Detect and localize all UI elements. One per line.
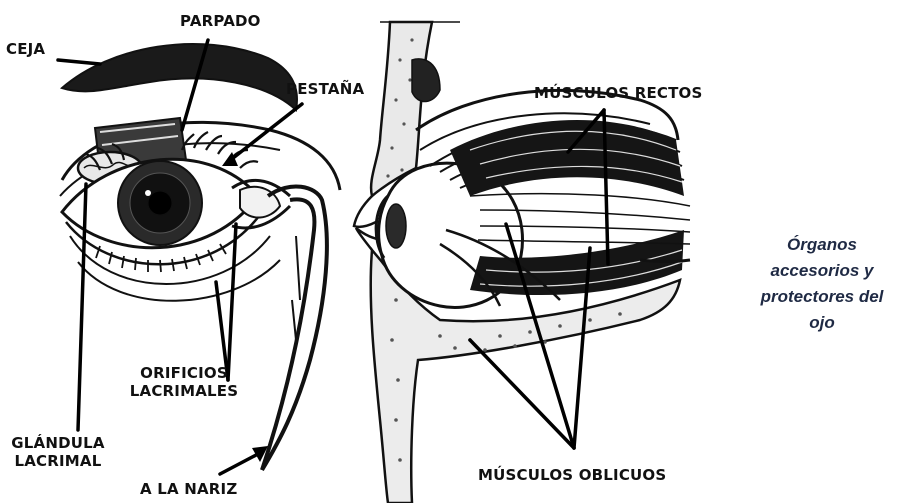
label-ceja: CEJA <box>6 40 45 58</box>
label-glandula-line1: GLÁNDULA <box>6 434 110 452</box>
leader-lines <box>58 40 608 474</box>
label-glandula-lacrimal: GLÁNDULA LACRIMAL <box>6 434 110 470</box>
label-pestana: PESTAÑA <box>286 80 364 98</box>
leader-pestana <box>228 104 302 162</box>
label-glandula-line2: LACRIMAL <box>6 452 110 470</box>
leader-ceja <box>58 60 100 64</box>
label-orificios-line2: LACRIMALES <box>124 382 244 400</box>
label-a-la-nariz: A LA NARIZ <box>140 480 237 498</box>
figure-caption: Órganos accesorios y protectores del ojo <box>752 232 892 336</box>
label-orificios-lacrimales: ORIFICIOS LACRIMALES <box>124 364 244 400</box>
leader-orificio-2 <box>228 224 236 380</box>
label-parpado: PARPADO <box>180 12 261 30</box>
label-musculos-oblicuos: MÚSCULOS OBLICUOS <box>478 466 666 484</box>
leader-nariz <box>220 454 258 474</box>
label-orificios-line1: ORIFICIOS <box>124 364 244 382</box>
label-musculos-rectos: MÚSCULOS RECTOS <box>534 84 703 102</box>
eyebrow-shape <box>62 44 297 110</box>
